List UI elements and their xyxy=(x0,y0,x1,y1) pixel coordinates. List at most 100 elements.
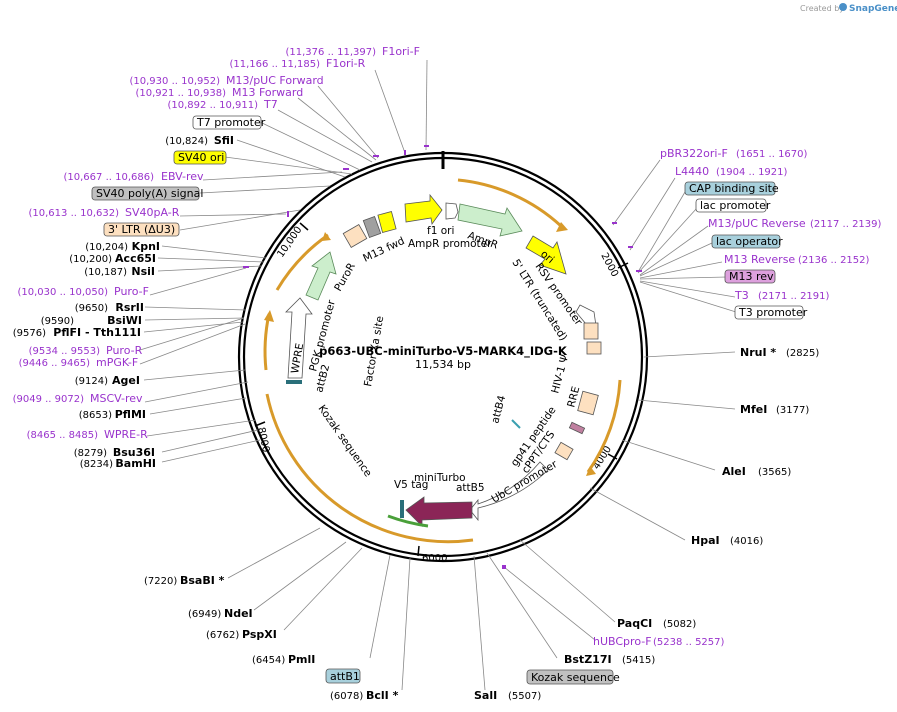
primer-sv40pa-r-pos: (10,613 .. 10,632) xyxy=(29,208,120,219)
primer-m13puc-fwd[interactable]: M13/pUC Forward xyxy=(226,74,324,87)
enzyme-bsabi[interactable]: BsaBI * xyxy=(180,574,225,587)
enzyme-nsii-pos: (10,187) xyxy=(84,267,127,278)
sv40-polya-box[interactable] xyxy=(91,186,200,201)
enzyme-nsii[interactable]: NsiI xyxy=(131,265,155,278)
enzyme-paqci-pos: (5082) xyxy=(663,619,696,630)
attb5-label: attB5 xyxy=(456,482,485,494)
primer-m13-rev[interactable]: M13 Reverse xyxy=(724,253,795,266)
enzyme-agei[interactable]: AgeI xyxy=(112,374,140,387)
enzyme-acc65i[interactable]: Acc65I xyxy=(115,252,156,265)
enzyme-mfei[interactable]: MfeI xyxy=(740,403,767,416)
ltr3-box[interactable] xyxy=(103,222,180,237)
arc-arrow-icon xyxy=(556,222,568,232)
enzyme-hpai-pos: (4016) xyxy=(730,536,763,547)
attb2-feature[interactable] xyxy=(286,380,302,384)
enzyme-nrui[interactable]: NruI * xyxy=(740,346,776,359)
primer-wpre-r-pos: (8465 .. 8485) xyxy=(27,430,99,441)
tick-6000: 6000 xyxy=(422,553,447,564)
pgk-promoter-feature[interactable] xyxy=(305,251,337,301)
primer-wpre-r[interactable]: WPRE-R xyxy=(104,428,148,441)
primer-l4440[interactable]: L4440 xyxy=(675,165,709,178)
enzyme-alei[interactable]: AleI xyxy=(722,465,746,478)
kozak-box-label: Kozak sequence xyxy=(531,671,620,684)
ubc-promoter-feature[interactable] xyxy=(469,461,549,522)
primer-m13puc-rev-pos: (2117 .. 2139) xyxy=(810,219,882,230)
cap-binding-box[interactable] xyxy=(684,181,776,196)
primer-mpgk-f[interactable]: mPGK-F xyxy=(96,356,138,369)
m13-fwd-feature[interactable] xyxy=(377,211,397,233)
enzyme-bsu36i[interactable]: Bsu36I xyxy=(113,446,155,459)
primer-puro-r[interactable]: Puro-R xyxy=(106,344,143,357)
enzyme-pflmi[interactable]: PflMI xyxy=(115,408,146,421)
attb1-box[interactable] xyxy=(325,668,361,684)
enzyme-paqci[interactable]: PaqCI xyxy=(617,617,652,630)
enzyme-bstz17i[interactable]: BstZ17I xyxy=(564,653,612,666)
enzyme-pmli[interactable]: PmlI xyxy=(288,653,315,666)
f1-ori-feature[interactable] xyxy=(404,193,443,226)
primer-t7[interactable]: T7 xyxy=(263,98,278,111)
primer-pbr322ori-f[interactable]: pBR322ori-F xyxy=(660,147,728,160)
ampr-promoter-feature[interactable] xyxy=(445,202,459,220)
ltr5b-feature[interactable] xyxy=(586,341,602,355)
wpre-feature[interactable] xyxy=(285,297,313,379)
m13-rev-box[interactable] xyxy=(724,269,776,284)
credit-brand[interactable]: SnapGene xyxy=(849,4,897,14)
primer-m13-fwd[interactable]: M13 Forward xyxy=(232,86,303,99)
ori-feature[interactable] xyxy=(525,235,567,275)
primer-hubcpro-f[interactable]: hUBCpro-F xyxy=(593,635,652,648)
primer-m13puc-rev[interactable]: M13/pUC Reverse xyxy=(708,217,806,230)
primer-ebv-rev[interactable]: EBV-rev xyxy=(161,170,204,183)
enzyme-pspxi[interactable]: PspXI xyxy=(242,628,277,641)
primer-t3[interactable]: T3 xyxy=(734,289,749,302)
arc-arrow-icon xyxy=(322,232,331,241)
kozak-box[interactable] xyxy=(526,669,614,685)
enzyme-bstz17i-pos: (5415) xyxy=(622,655,655,666)
miniturbo-feature[interactable] xyxy=(405,496,473,527)
snapgene-logo-icon xyxy=(839,3,847,11)
primer-puro-f[interactable]: Puro-F xyxy=(114,285,149,298)
lac-promoter-box[interactable] xyxy=(695,198,767,213)
enzyme-ndei[interactable]: NdeI xyxy=(224,607,253,620)
attb4-feature[interactable] xyxy=(511,419,521,429)
primer-mscv-rev[interactable]: MSCV-rev xyxy=(90,392,143,405)
enzyme-bamhi[interactable]: BamHI xyxy=(115,457,156,470)
enzyme-bcli[interactable]: BclI * xyxy=(366,689,399,702)
lac-operator-box[interactable] xyxy=(711,234,781,249)
enzyme-sfii[interactable]: SfiI xyxy=(214,134,234,147)
v5-tag-feature[interactable] xyxy=(400,500,404,518)
primer-markers xyxy=(243,145,642,569)
rre-feature[interactable] xyxy=(577,390,599,416)
t3-promoter-label: T3 promoter xyxy=(738,306,808,319)
primer-l4440-pos: (1904 .. 1921) xyxy=(716,167,788,178)
enzyme-bsiwi[interactable]: BsiWI xyxy=(107,314,142,327)
puror-feature[interactable] xyxy=(342,224,368,248)
primer-pbr322ori-f-pos: (1651 .. 1670) xyxy=(736,149,808,160)
enzyme-rsrii[interactable]: RsrII xyxy=(115,301,144,314)
sv40-feature[interactable] xyxy=(362,215,382,239)
arc-arrow-icon xyxy=(586,466,596,476)
enzyme-bamhi-pos: (8234) xyxy=(80,459,113,470)
enzyme-sali[interactable]: SalI xyxy=(474,689,497,702)
enzyme-hpai[interactable]: HpaI xyxy=(691,534,720,547)
gp41-feature[interactable] xyxy=(568,421,586,435)
kozak-label: Kozak sequence xyxy=(316,403,374,479)
enzyme-pflfi[interactable]: PflFI - Tth111I xyxy=(53,326,141,339)
t7-promoter-box[interactable] xyxy=(192,115,262,130)
primer-f1ori-r[interactable]: F1ori-R xyxy=(326,57,366,70)
sv40-ori-box[interactable] xyxy=(173,150,227,165)
primer-sv40pa-r[interactable]: SV40pA-R xyxy=(125,206,180,219)
ampr-feature[interactable] xyxy=(457,203,523,237)
t3-promoter-box[interactable] xyxy=(734,305,804,320)
sv40-ori-label: SV40 ori xyxy=(178,151,224,164)
primer-f1ori-f[interactable]: F1ori-F xyxy=(382,45,420,58)
hiv-psi-label: HIV-1 Ψ xyxy=(549,353,571,394)
enzyme-kpni[interactable]: KpnI xyxy=(132,240,160,253)
f1-ori-label: f1 ori xyxy=(427,225,454,237)
enzyme-pmli-pos: (6454) xyxy=(252,655,285,666)
cppt-feature[interactable] xyxy=(554,441,574,461)
ltr5-feature[interactable] xyxy=(583,322,599,340)
v5-tag-label: V5 tag xyxy=(394,479,428,491)
cap-binding-label: CAP binding site xyxy=(689,182,779,195)
primer-f1ori-r-pos: (11,166 .. 11,185) xyxy=(230,59,321,70)
